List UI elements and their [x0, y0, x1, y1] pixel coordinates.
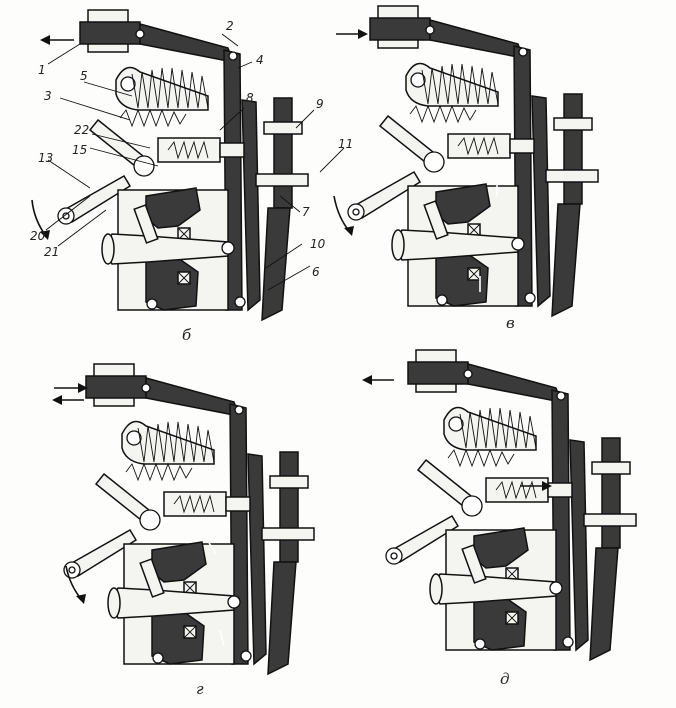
label-13: 13: [38, 151, 53, 165]
label-21: 21: [44, 245, 59, 259]
arrow-left-b: [40, 35, 74, 45]
caption-v: в: [506, 314, 515, 332]
label-6: 6: [312, 265, 320, 279]
panel-b: 1 2 4 5 3 8 9 22 15 13 11 7 20 21 10 6 б: [30, 9, 353, 344]
caption-b: б: [182, 326, 192, 344]
label-3: 3: [44, 89, 52, 103]
panel-g: г: [52, 363, 315, 698]
cam-arrow-g-1: [205, 537, 217, 555]
label-1: 1: [38, 63, 46, 77]
panel-v: в: [333, 5, 599, 332]
label-11: 11: [338, 137, 353, 151]
caption-g: г: [196, 680, 204, 698]
arrow-right-v: [336, 29, 368, 39]
panel-d: д: [362, 349, 637, 688]
label-2: 2: [226, 19, 234, 33]
label-10: 10: [310, 237, 326, 251]
label-4: 4: [256, 53, 264, 67]
arrow-double-g: [52, 383, 88, 405]
label-5: 5: [80, 69, 88, 83]
label-7: 7: [302, 205, 310, 219]
arrow-left-d: [362, 375, 394, 385]
label-8: 8: [246, 91, 254, 105]
label-22: 22: [74, 123, 89, 137]
label-9: 9: [316, 97, 324, 111]
cam-arrow-g-2: [219, 629, 225, 647]
caption-d: д: [500, 670, 510, 688]
label-20: 20: [30, 229, 46, 243]
label-15: 15: [72, 143, 87, 157]
